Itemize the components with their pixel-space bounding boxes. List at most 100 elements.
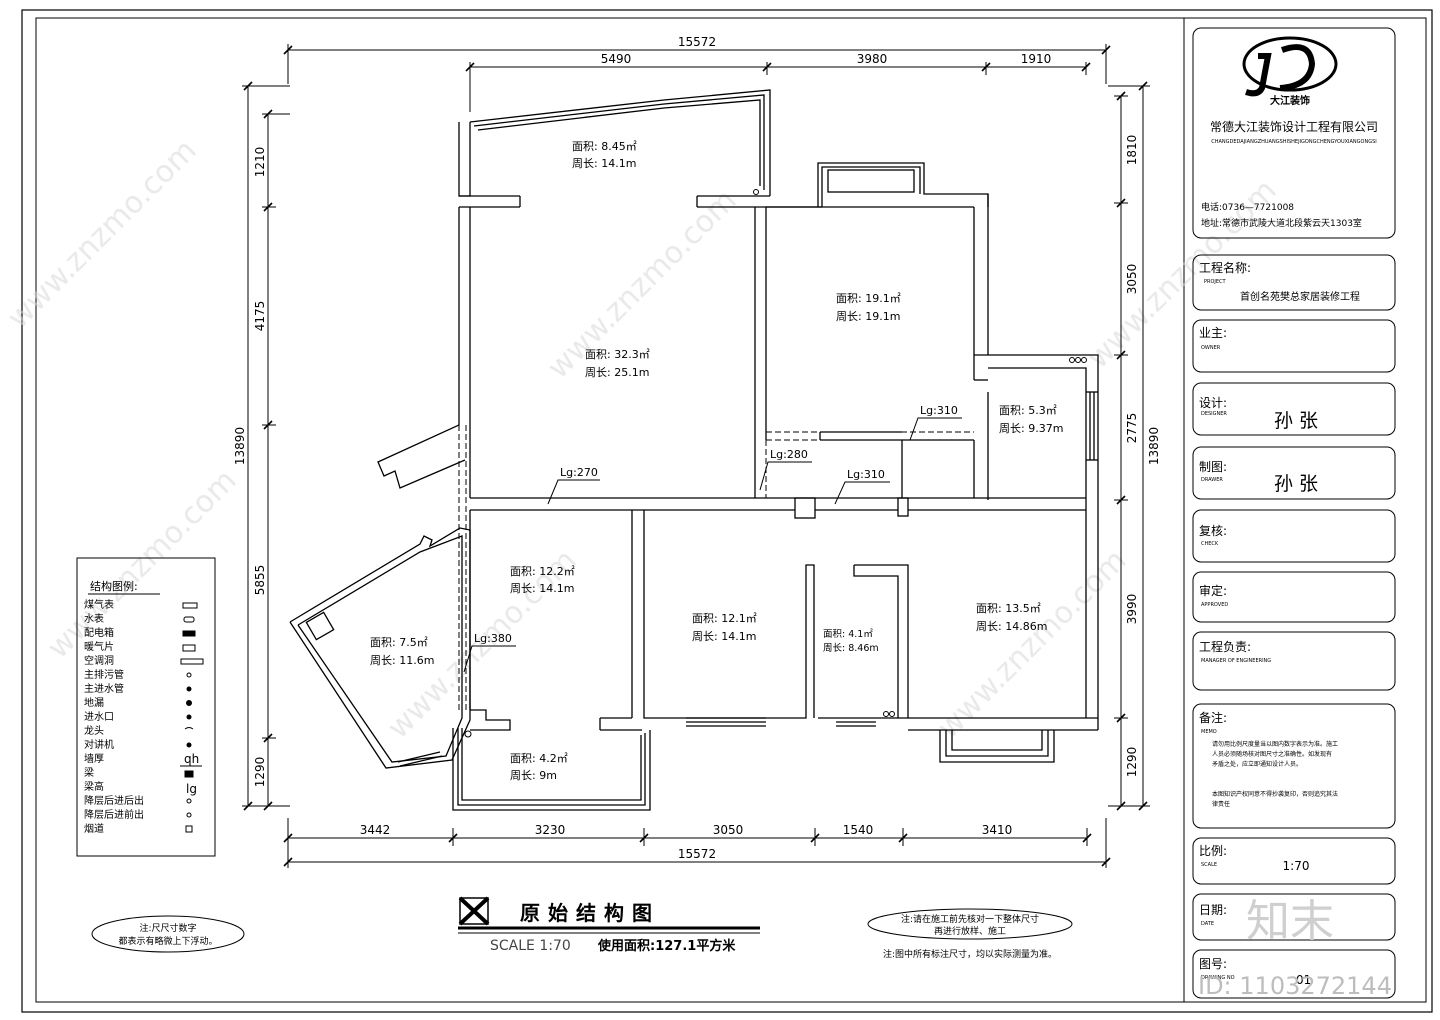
- owner-label-en: OWNER: [1201, 345, 1221, 351]
- company-logo: 大江装饰: [1242, 36, 1338, 107]
- beam-leaders: [463, 417, 962, 673]
- dim-right-5: 1290: [1125, 747, 1139, 778]
- legend-title: 结构图例:: [90, 579, 138, 593]
- title-marker-cross-icon: [458, 896, 490, 926]
- room-perimeter: 周长: 14.1m: [572, 157, 636, 170]
- owner-label: 业主:: [1199, 326, 1227, 340]
- legend-item: 对讲机: [84, 738, 114, 751]
- sheet-border-outer: [21, 9, 1433, 1013]
- dim-top-2: 3980: [857, 52, 888, 66]
- watermark-id: ID: 1103272144: [1198, 972, 1392, 1000]
- watermark-text: www.znzmo.com: [1, 133, 204, 336]
- room-perimeter: 周长: 9m: [510, 769, 557, 782]
- sheet-border-inner: [35, 17, 1427, 1003]
- project-name: 首创名苑樊总家居装修工程: [1240, 290, 1360, 303]
- memo-text: 请勿用比例尺度量当以图内数字表示为准。施工: [1212, 740, 1338, 748]
- watermark-text: www.znzmo.com: [41, 463, 244, 666]
- dimension-lines: [242, 44, 1150, 868]
- watermark-layer: www.znzmo.com www.znzmo.com www.znzmo.co…: [1, 133, 1284, 746]
- company-phone: 电话:0736—7721008: [1201, 201, 1294, 213]
- svg-text:大江装饰: 大江装饰: [1270, 94, 1310, 107]
- beam-label: Lg:310: [847, 468, 885, 481]
- scale-label-en: SCALE: [1201, 862, 1217, 868]
- legend-item: 龙头: [84, 724, 104, 737]
- company-name-en: CHANGDEDAJIANGZHUANGSHISHEJIGONGCHENGYOU…: [1211, 139, 1377, 145]
- drawing-label: 制图:: [1199, 460, 1227, 474]
- legend-item: 梁高: [84, 780, 104, 793]
- legend-item: 烟道: [84, 822, 104, 835]
- legend-box: [76, 557, 216, 857]
- dim-right-2: 3050: [1125, 264, 1139, 295]
- dim-left-4: 1290: [253, 757, 267, 788]
- room-perimeter: 周长: 14.86m: [976, 620, 1047, 633]
- legend-item: 地漏: [84, 696, 104, 709]
- memo-label: 备注:: [1199, 710, 1227, 725]
- fixtures: [464, 189, 1087, 738]
- dim-left-1: 1210: [253, 147, 267, 178]
- beam-lines: [458, 425, 974, 710]
- dim-bottom-total: 15572: [678, 847, 716, 861]
- room-area: 面积: 12.2㎡: [510, 565, 575, 578]
- room-perimeter: 周长: 19.1m: [836, 310, 900, 323]
- room-perimeter: 周长: 11.6m: [370, 654, 434, 667]
- memo-text: 本图知识产权同意不得抄袭复印，否则追究其法: [1212, 790, 1338, 798]
- legend-item: 水表: [84, 612, 104, 625]
- drawer-name: 孙 张: [1274, 473, 1318, 495]
- design-label: 设计:: [1199, 396, 1227, 410]
- beam-label: Lg:270: [560, 466, 598, 479]
- room-labels: 面积: 8.45㎡ 周长: 14.1m 面积: 32.3㎡ 周长: 25.1m …: [370, 140, 1063, 782]
- sheet-label-en: DRAWING NO: [1201, 975, 1235, 981]
- walls: [289, 89, 1099, 811]
- dim-bottom-1: 3442: [360, 823, 391, 837]
- memo-label-en: MEMO: [1201, 729, 1217, 735]
- room-perimeter: 周长: 25.1m: [585, 366, 649, 379]
- note-right-bubble: [867, 908, 1073, 940]
- approve-label: 审定:: [1199, 583, 1227, 598]
- note-left-line2: 都表示有略微上下浮动。: [118, 935, 217, 947]
- beam-label: Lg:380: [474, 632, 512, 645]
- room-area: 面积: 32.3㎡: [585, 348, 650, 361]
- sheet-label: 图号:: [1199, 957, 1227, 971]
- company-name: 常德大江装饰设计工程有限公司: [1210, 119, 1378, 134]
- legend-item: 主排污管: [84, 668, 124, 681]
- legend-items: 煤气表 水表 配电箱 暖气片 空调洞 主排污管 主进水管 地漏 进水口 龙头 对…: [84, 598, 144, 835]
- room-area: 面积: 4.1㎡: [823, 628, 873, 640]
- project-label-en: PROJECT: [1204, 279, 1227, 285]
- room-area: 面积: 5.3㎡: [999, 404, 1057, 417]
- dimension-ticks: [243, 45, 1148, 867]
- dim-right-4: 3990: [1125, 594, 1139, 625]
- memo-text: 矛盾之处，应立即通知设计人员。: [1212, 760, 1302, 768]
- dim-right-1: 1810: [1125, 135, 1139, 166]
- watermark-corner-logo: 知末: [1246, 896, 1334, 947]
- memo-text: 律责任: [1212, 800, 1230, 808]
- dim-left-3: 5855: [253, 565, 267, 596]
- date-label-en: DATE: [1201, 921, 1214, 927]
- room-perimeter: 周长: 14.1m: [692, 630, 756, 643]
- scale-label: 比例:: [1199, 844, 1227, 858]
- beam-label: Lg:280: [770, 448, 808, 461]
- dim-bottom-3: 3050: [713, 823, 744, 837]
- manager-label: 工程负责:: [1199, 639, 1251, 654]
- date-label: 日期:: [1199, 903, 1227, 917]
- note-right-line1: 注:请在施工前先核对一下整体尺寸: [901, 913, 1039, 925]
- dim-bottom-5: 3410: [982, 823, 1013, 837]
- approve-label-en: APPROVED: [1201, 602, 1228, 608]
- legend-item: 进水口: [84, 711, 114, 723]
- dim-right-3: 2775: [1125, 413, 1139, 444]
- designer-name: 孙 张: [1274, 410, 1318, 432]
- room-area: 面积: 4.2㎡: [510, 752, 568, 765]
- legend-item: 墙厚: [84, 752, 104, 765]
- legend-symbols: [180, 602, 204, 833]
- sheet-number: 01: [1296, 973, 1311, 987]
- project-label: 工程名称:: [1199, 260, 1251, 275]
- room-area: 面积: 8.45㎡: [572, 140, 637, 153]
- legend-item: 煤气表: [84, 598, 114, 611]
- drawing-label-en: DRAWER: [1201, 477, 1223, 483]
- check-label-en: CHECK: [1201, 541, 1219, 547]
- beam-label: Lg:310: [920, 404, 958, 417]
- legend-item: 主进水管: [84, 682, 124, 695]
- note-right-line3: 注:图中所有标注尺寸，均以实际测量为准。: [883, 948, 1057, 960]
- dim-top-total: 15572: [678, 35, 716, 49]
- legend-item: 空调洞: [84, 654, 114, 667]
